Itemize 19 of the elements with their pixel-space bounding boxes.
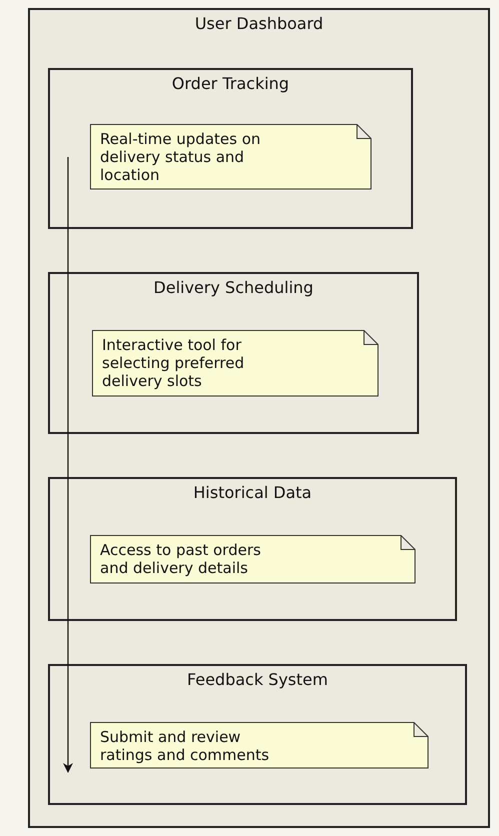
note-text: Submit and review ratings and comments	[100, 728, 270, 764]
note-text: Real-time updates on delivery status and location	[100, 130, 262, 184]
arrow	[63, 157, 73, 773]
package-title: Delivery Scheduling	[152, 278, 314, 297]
package-title: Order Tracking	[170, 74, 290, 93]
package-title: Feedback System	[186, 670, 329, 689]
note-box	[90, 722, 429, 769]
package-frame	[48, 68, 413, 229]
note-text: Interactive tool for selecting preferred delivery slots	[102, 336, 246, 390]
note-box	[90, 124, 372, 190]
package-title: Historical Data	[192, 483, 313, 502]
package-frame	[28, 8, 490, 828]
note-box	[90, 535, 416, 584]
note-box	[92, 330, 379, 397]
package-frame	[48, 272, 419, 434]
package-frame	[48, 477, 457, 621]
note-text: Access to past orders and delivery details	[100, 541, 262, 577]
package-frame	[48, 664, 467, 805]
package-title: User Dashboard	[194, 14, 324, 33]
